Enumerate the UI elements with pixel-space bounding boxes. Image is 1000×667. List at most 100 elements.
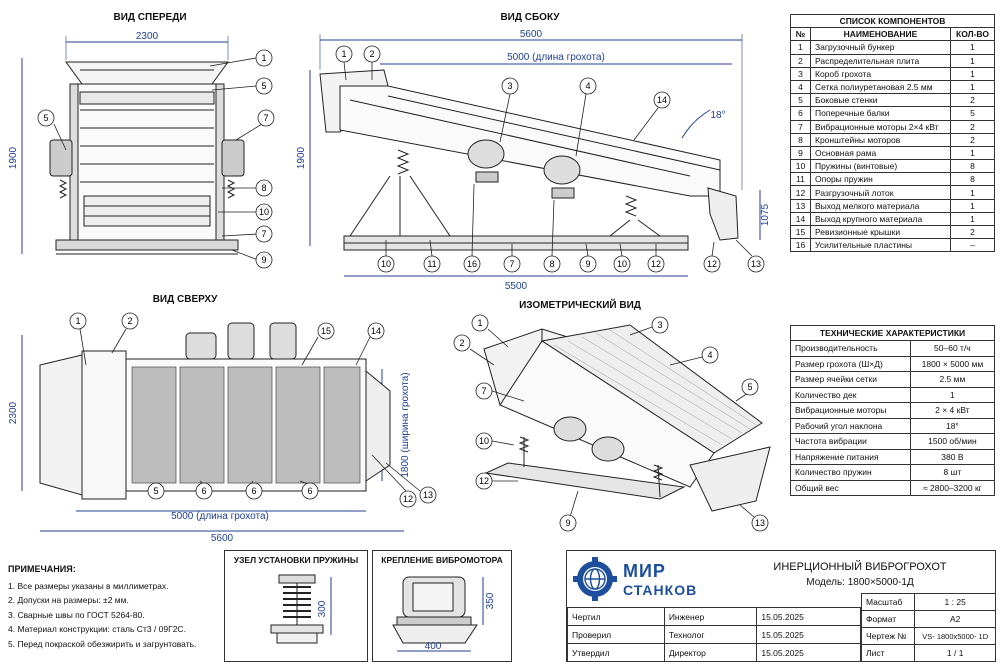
component-number: 12 [790, 185, 811, 200]
callout-top-4: 14 [371, 326, 381, 336]
product-model: Модель: 1800×5000-1Д [806, 577, 914, 588]
component-qty: 2 [950, 119, 995, 134]
dim-side-base: 5500 [505, 281, 528, 292]
top-view-title: ВИД СВЕРХУ [152, 294, 218, 305]
signature-position: Инженер [663, 607, 758, 626]
callout-top-8: 6 [307, 486, 312, 496]
callout-iso-10: 13 [755, 518, 765, 528]
component-name: Кронштейны моторов [810, 132, 951, 147]
meta-label: Формат [860, 610, 916, 628]
note-item: 3. Сварные швы по ГОСТ 5264-80. [8, 609, 145, 620]
component-qty: 2 [950, 224, 995, 240]
component-number: 16 [790, 238, 811, 253]
callout-side-4: 4 [585, 81, 590, 91]
callout-side-1: 1 [341, 49, 346, 59]
spec-name: Напряжение питания [790, 448, 911, 465]
dim-spring-height: 300 [317, 600, 328, 617]
spec-value: ≈ 2800–3200 кг [909, 479, 996, 496]
dim-top-total: 5600 [211, 533, 234, 544]
callout-side-3: 3 [507, 81, 512, 91]
col-qty: КОЛ-ВО [950, 27, 995, 42]
callout-iso-9: 9 [565, 518, 570, 528]
callout-front-4: 7 [263, 113, 268, 123]
meta-label: Масштаб [860, 593, 916, 611]
spec-value: 1500 об/мин [909, 433, 996, 450]
component-qty: 1 [950, 185, 995, 200]
component-name: Распределительная плита [810, 53, 951, 68]
dim-side-height: 1900 [296, 146, 307, 169]
product-title: ИНЕРЦИОННЫЙ ВИБРОГРОХОТ [773, 561, 947, 573]
callout-front-2: 5 [261, 81, 266, 91]
component-name: Выход мелкого материала [810, 198, 951, 213]
callout-front-8: 9 [261, 255, 266, 265]
callout-iso-2: 2 [459, 338, 464, 348]
component-qty: 1 [950, 40, 995, 55]
dim-motor-height: 350 [485, 592, 496, 609]
signature-role: Чертил [567, 607, 665, 626]
component-qty: 8 [950, 172, 995, 187]
callout-top-10: 13 [423, 490, 433, 500]
callout-top-2: 2 [127, 316, 132, 326]
component-name: Разгрузочный лоток [810, 185, 951, 200]
component-number: 11 [790, 172, 811, 187]
component-number: 7 [790, 119, 811, 134]
component-name: Выход крупного материала [810, 211, 951, 227]
callout-side-6: 10 [381, 259, 391, 269]
spec-row: Общий вес≈ 2800–3200 кг [790, 479, 996, 496]
spec-value: 2.5 мм [909, 371, 996, 388]
iso-view-title: ИЗОМЕТРИЧЕСКИЙ ВИД [519, 300, 641, 311]
callout-iso-3: 3 [657, 320, 662, 330]
callout-side-7: 11 [427, 259, 436, 269]
signature-date: 15.05.2025 [756, 643, 861, 662]
component-number: 5 [790, 93, 811, 108]
spec-value: 18° [909, 417, 996, 434]
spec-name: Общий вес [790, 479, 911, 496]
spec-name: Частота вибрации [790, 433, 911, 450]
callout-iso-5: 7 [481, 386, 486, 396]
component-qty: 5 [950, 106, 995, 121]
front-view-drawing: 2300 1900 1 5 5 7 8 10 7 9 [8, 31, 275, 269]
dim-motor-width: 400 [425, 641, 442, 652]
note-item: 4. Материал конструкции: сталь Ст3 / 09Г… [8, 624, 186, 634]
callout-iso-6: 5 [747, 382, 752, 392]
front-view-title: ВИД СПЕРЕДИ [113, 12, 187, 23]
components-title: СПИСОК КОМПОНЕНТОВ [790, 13, 995, 29]
component-number: 9 [790, 145, 811, 161]
component-name: Поперечные балки [810, 106, 951, 121]
motor-detail-drawing: 350 400 [392, 576, 496, 652]
component-number: 6 [790, 106, 811, 121]
callout-side-13: 12 [651, 259, 661, 269]
component-qty: 1 [950, 145, 995, 161]
component-name: Боковые стенки [810, 93, 951, 108]
specs-table: ТЕХНИЧЕСКИЕ ХАРАКТЕРИСТИКИ Производитель… [790, 325, 996, 496]
callout-top-5: 5 [153, 486, 158, 496]
signature-role: Утвердил [567, 643, 665, 662]
note-item: 2. Допуски на размеры: ±2 мм. [8, 595, 129, 605]
specs-title: ТЕХНИЧЕСКИЕ ХАРАКТЕРИСТИКИ [790, 325, 995, 341]
callout-side-2: 2 [369, 49, 374, 59]
notes-block: ПРИМЕЧАНИЯ: 1. Все размеры указаны в мил… [8, 562, 218, 651]
component-qty: 1 [950, 79, 995, 95]
